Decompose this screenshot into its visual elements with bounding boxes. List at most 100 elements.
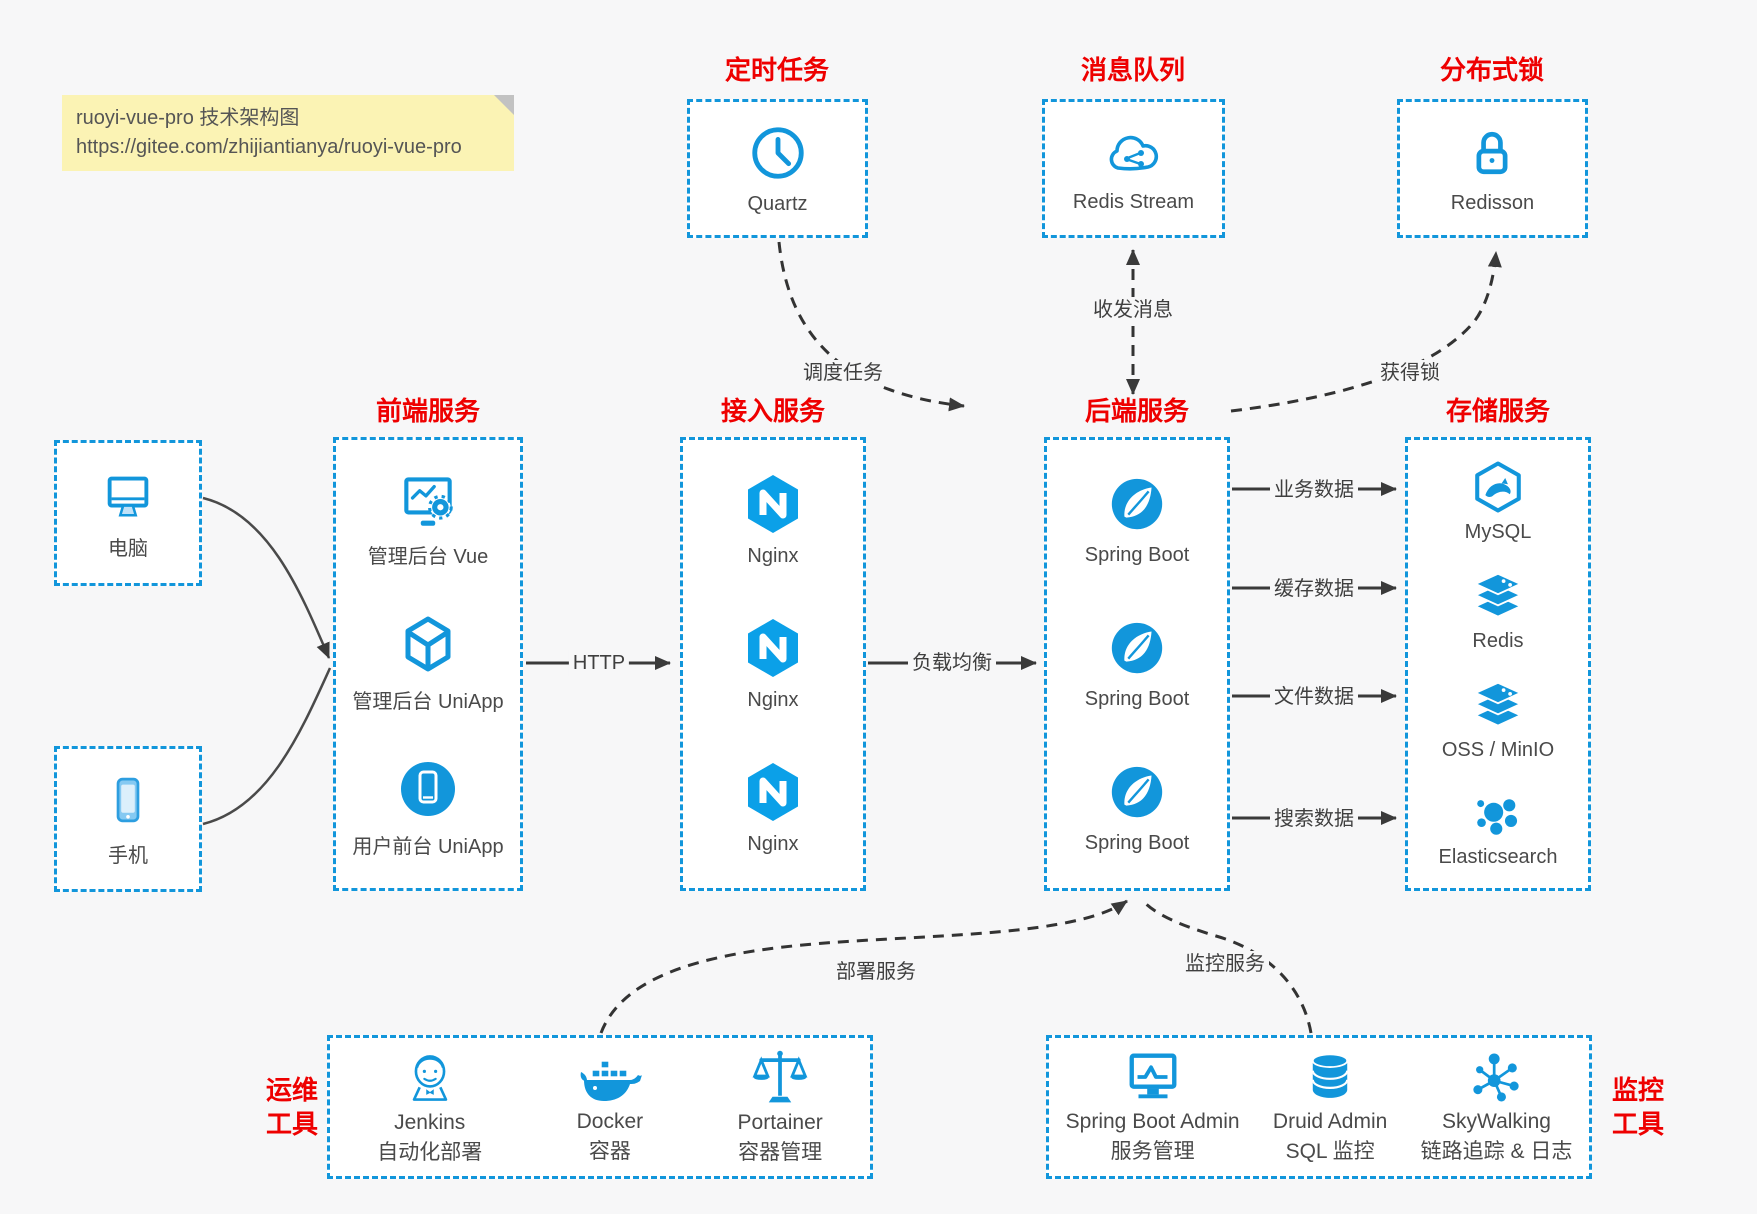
frontend-item-user-uniapp: 用户前台 UniApp <box>352 757 504 859</box>
box-client-phone: 手机 <box>54 746 202 892</box>
spring-boot-label: Spring Boot <box>1084 832 1190 854</box>
box-distributed-lock: Redisson <box>1397 99 1588 238</box>
edge-label-schedule: 调度任务 <box>799 360 887 386</box>
cloud-stream-icon <box>1109 135 1158 171</box>
redisson-label: Redisson <box>1450 191 1535 214</box>
group-title-storage: 存储服务 <box>1445 396 1551 426</box>
nginx-label: Nginx <box>747 833 799 855</box>
redis-label: Redis <box>1472 630 1524 652</box>
ops-tools-title: 运维 工具 <box>265 1075 318 1139</box>
phone-label: 手机 <box>108 845 148 867</box>
edge-label-acquire-lock: 获得锁 <box>1376 360 1444 386</box>
edge-label-load-balance: 负载均衡 <box>908 650 996 676</box>
portainer-name: Portainer <box>737 1111 823 1134</box>
frontend-item-admin-uniapp: 管理后台 UniApp <box>352 612 504 714</box>
edge-label-biz-data: 业务数据 <box>1270 477 1358 503</box>
phone-icon <box>116 777 140 823</box>
lock-icon <box>1477 131 1508 174</box>
elasticsearch-label: Elasticsearch <box>1438 846 1558 868</box>
druid-admin-desc: SQL 监控 <box>1285 1140 1375 1163</box>
edge-label-search-data: 搜索数据 <box>1270 806 1358 832</box>
spring-boot-label: Spring Boot <box>1084 688 1190 710</box>
mysql-icon <box>1475 461 1521 513</box>
tool-portainer: Portainer 容器管理 <box>738 1047 823 1167</box>
tool-skywalking: SkyWalking 链路追踪 & 日志 <box>1420 1048 1573 1166</box>
jenkins-desc: 自动化部署 <box>377 1141 483 1164</box>
note-url: https://gitee.com/zhijiantianya/ruoyi-vu… <box>76 136 462 158</box>
docker-icon <box>580 1060 642 1101</box>
box-monitor-tools: Spring Boot Admin 服务管理 Druid Admin SQL 监… <box>1046 1035 1592 1179</box>
edge-acquire-lock <box>1230 251 1502 413</box>
druid-admin-name: Druid Admin <box>1272 1110 1388 1133</box>
skywalking-name: SkyWalking <box>1442 1110 1551 1133</box>
redis-stack-icon <box>1473 572 1523 618</box>
backend-item-1: Spring Boot <box>1085 473 1189 567</box>
edge-computer-to-frontend <box>202 496 331 659</box>
edge-label-cache-data: 缓存数据 <box>1270 576 1358 602</box>
box-message-queue: Redis Stream <box>1042 99 1225 238</box>
uniapp-cube-icon <box>405 616 451 672</box>
box-backend: Spring Boot Spring Boot Spring Boot <box>1044 437 1230 891</box>
edge-label-deploy: 部署服务 <box>832 959 920 985</box>
group-title-mq: 消息队列 <box>1080 55 1186 85</box>
skywalking-nodes-icon <box>1473 1053 1520 1102</box>
frontend-item-user-uniapp-label: 用户前台 UniApp <box>352 835 504 858</box>
spring-boot-icon <box>1111 622 1163 674</box>
tool-docker: Docker 容器 <box>577 1048 643 1166</box>
group-title-backend: 后端服务 <box>1084 396 1190 426</box>
group-title-frontend: 前端服务 <box>375 396 481 426</box>
mysql-label: MySQL <box>1464 521 1532 543</box>
docker-desc: 容器 <box>588 1140 631 1163</box>
box-storage: MySQL Redis OSS / MinIO <box>1405 437 1591 891</box>
quartz-label: Quartz <box>747 192 808 215</box>
group-title-lock: 分布式锁 <box>1439 55 1545 85</box>
druid-database-icon <box>1311 1053 1349 1098</box>
box-gateway: Nginx Nginx Nginx <box>680 437 866 891</box>
spring-boot-icon <box>1111 478 1163 530</box>
elasticsearch-icon <box>1477 799 1518 835</box>
backend-item-2: Spring Boot <box>1084 617 1190 711</box>
storage-item-mysql: MySQL <box>1464 459 1532 544</box>
gateway-item-2: Nginx <box>741 616 805 712</box>
user-uniapp-icon <box>401 761 455 816</box>
edge-label-http: HTTP <box>568 650 630 676</box>
computer-icon <box>107 476 149 517</box>
edge-phone-to-frontend <box>202 667 332 826</box>
box-scheduled-task: Quartz <box>687 99 868 238</box>
storage-item-oss: OSS / MinIO <box>1442 679 1554 762</box>
edge-label-file-data: 文件数据 <box>1270 684 1358 710</box>
gateway-item-1: Nginx <box>741 472 805 568</box>
spring-boot-admin-desc: 服务管理 <box>1110 1140 1195 1163</box>
storage-item-elasticsearch: Elasticsearch <box>1438 788 1558 869</box>
spring-boot-admin-name: Spring Boot Admin <box>1065 1110 1240 1133</box>
tool-jenkins: Jenkins 自动化部署 <box>377 1047 482 1167</box>
tool-spring-boot-admin: Spring Boot Admin 服务管理 <box>1066 1048 1240 1166</box>
nginx-label: Nginx <box>747 545 799 567</box>
nginx-icon <box>748 475 798 533</box>
nginx-icon <box>748 619 798 677</box>
sticky-note: ruoyi-vue-pro 技术架构图 https://gitee.com/zh… <box>62 95 514 171</box>
box-ops-tools: Jenkins 自动化部署 Docker 容器 <box>327 1035 873 1179</box>
frontend-item-admin-uniapp-label: 管理后台 UniApp <box>352 690 504 713</box>
frontend-item-vue: 管理后台 Vue <box>368 469 488 569</box>
spring-boot-icon <box>1111 766 1163 818</box>
portainer-desc: 容器管理 <box>738 1141 823 1164</box>
group-title-gateway: 接入服务 <box>720 396 826 426</box>
computer-label: 电脑 <box>108 538 148 560</box>
monitor-tools-title: 监控 工具 <box>1611 1075 1664 1139</box>
oss-minio-label: OSS / MinIO <box>1441 739 1555 761</box>
skywalking-desc: 链路追踪 & 日志 <box>1420 1140 1573 1163</box>
note-fold-corner-icon <box>494 95 514 115</box>
jenkins-icon <box>412 1055 447 1101</box>
storage-item-redis: Redis <box>1468 570 1528 653</box>
redis-stream-label: Redis Stream <box>1072 190 1195 213</box>
gateway-item-3: Nginx <box>741 760 805 856</box>
box-client-computer: 电脑 <box>54 440 202 586</box>
nginx-label: Nginx <box>747 689 799 711</box>
spring-boot-admin-icon <box>1129 1053 1177 1099</box>
clock-icon <box>751 126 804 179</box>
edge-label-monitoring: 监控服务 <box>1181 951 1269 977</box>
jenkins-name: Jenkins <box>394 1111 466 1134</box>
portainer-scales-icon <box>752 1050 808 1103</box>
